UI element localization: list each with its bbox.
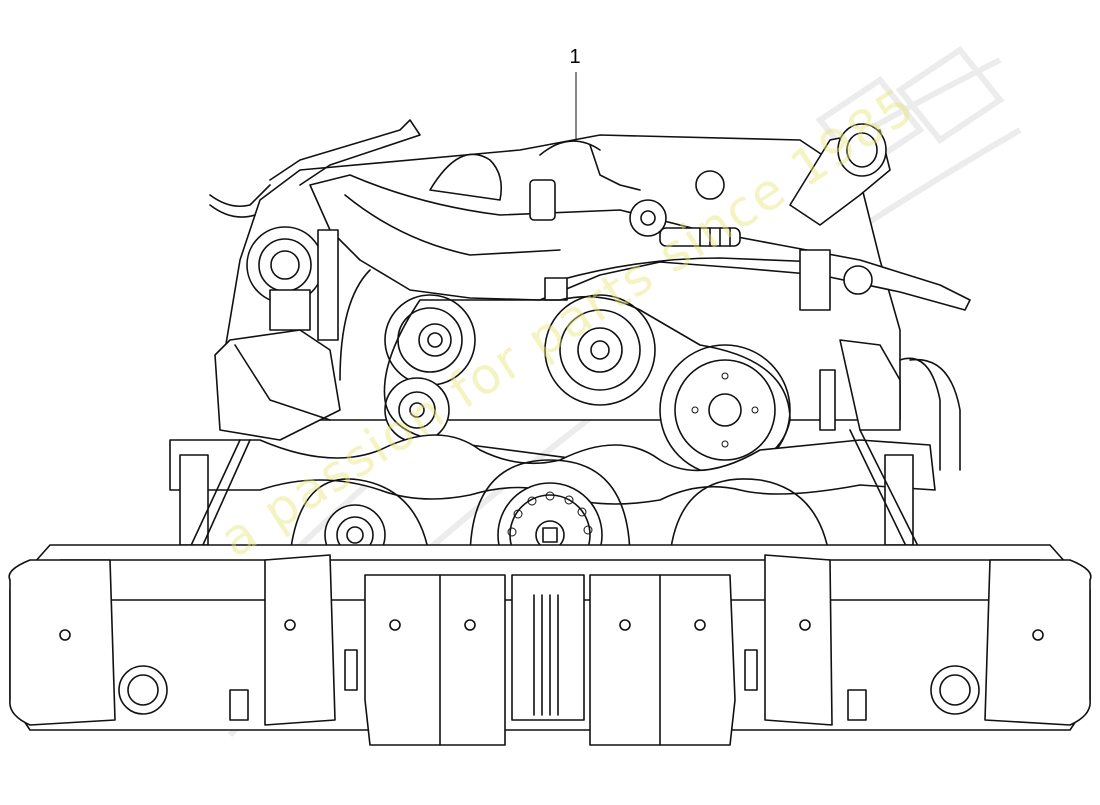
right-exhaust-outlet xyxy=(930,665,980,715)
callout-number-1: 1 xyxy=(569,46,581,68)
front-heat-shield xyxy=(8,544,1092,746)
center-pulley xyxy=(544,294,656,406)
left-exhaust-outlet xyxy=(118,665,168,715)
belt-drive xyxy=(214,269,961,476)
